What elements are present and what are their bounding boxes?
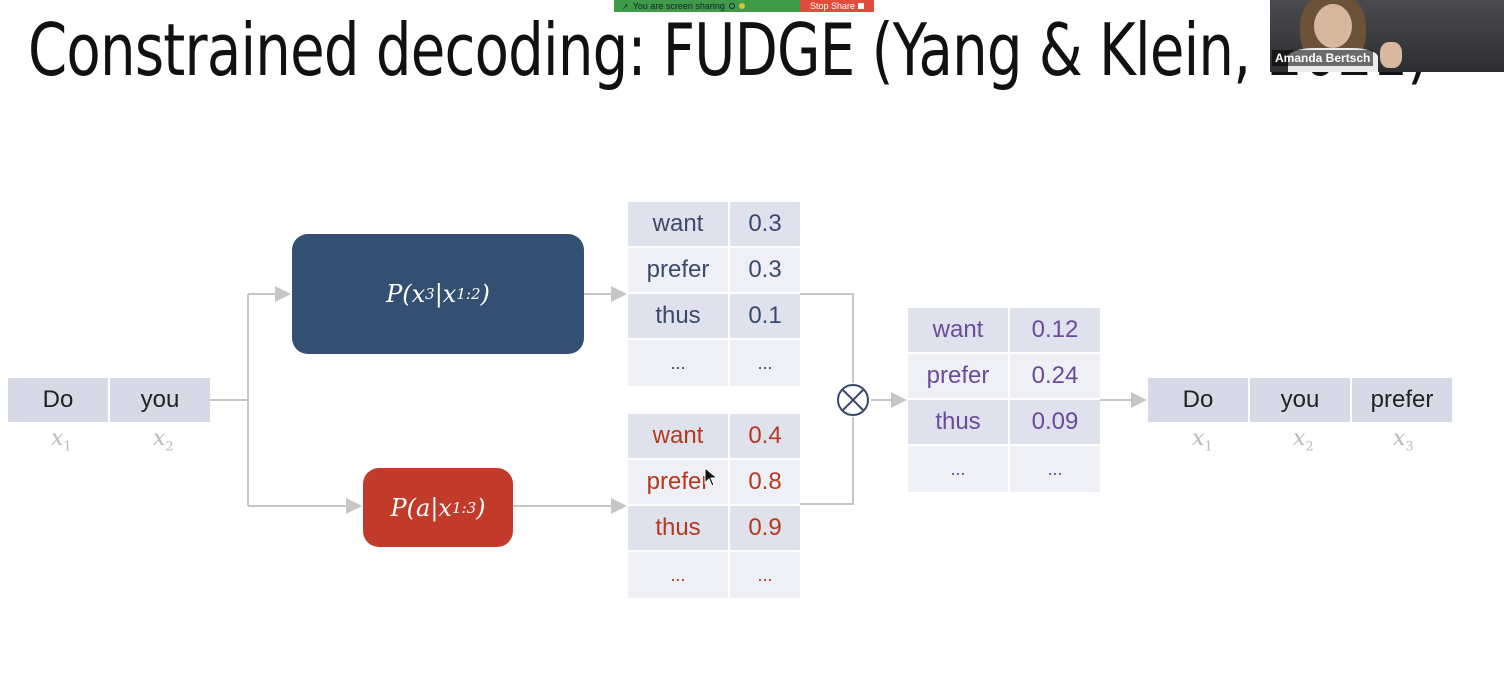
table-cell: thus: [628, 506, 728, 550]
screen-sharing-label: You are screen sharing: [632, 1, 725, 11]
table-cell: 0.8: [730, 460, 800, 504]
stop-square-icon: [858, 3, 865, 9]
input-token-you: you: [110, 378, 210, 422]
webcam-hand: [1380, 42, 1402, 68]
output-token-you: you: [1250, 378, 1350, 422]
input-var-x2: x2: [153, 426, 174, 455]
table-cell: ...: [628, 552, 728, 598]
slide-title: Constrained decoding: FUDGE (Yang & Klei…: [28, 8, 1429, 92]
table-cell: 0.09: [1010, 400, 1100, 444]
output-token-prefer: prefer: [1352, 378, 1452, 422]
webcam-video[interactable]: Amanda Bertsch: [1270, 0, 1504, 72]
output-var-x3: x3: [1393, 426, 1414, 455]
info-icon: [738, 3, 745, 9]
input-token-do: Do: [8, 378, 108, 422]
table-cell: want: [628, 414, 728, 458]
table-cell: prefer: [908, 354, 1008, 398]
table-cell: 0.3: [730, 248, 800, 292]
pause-ring-icon: [728, 3, 735, 9]
table-cell: ...: [730, 340, 800, 386]
table-cell: 0.3: [730, 202, 800, 246]
output-var-x1: x1: [1192, 426, 1213, 455]
multiply-operator-icon: [837, 384, 869, 416]
input-var-x1: x1: [51, 426, 72, 455]
table-cell: 0.24: [1010, 354, 1100, 398]
participant-name: Amanda Bertsch: [1272, 50, 1374, 66]
table-cell: 0.9: [730, 506, 800, 550]
table-cell: want: [628, 202, 728, 246]
table-cell: prefer: [628, 248, 728, 292]
webcam-face: [1314, 4, 1352, 48]
table-cell: ...: [1010, 446, 1100, 492]
share-arrow-icon: ➚: [622, 1, 629, 11]
stop-share-label: Stop Share: [809, 1, 856, 11]
table-cell: ...: [730, 552, 800, 598]
output-var-x2: x2: [1293, 426, 1314, 455]
screen-share-banner: ➚ You are screen sharing Stop Share: [614, 0, 874, 12]
table-cell: ...: [908, 446, 1008, 492]
stop-share-button[interactable]: Stop Share: [800, 0, 874, 12]
table-cell: thus: [628, 294, 728, 338]
table-cell: want: [908, 308, 1008, 352]
table-cell: 0.4: [730, 414, 800, 458]
screen-sharing-status[interactable]: ➚ You are screen sharing: [614, 0, 800, 12]
table-cell: 0.1: [730, 294, 800, 338]
mouse-cursor-icon: [704, 467, 718, 487]
table-cell: 0.12: [1010, 308, 1100, 352]
table-cell: thus: [908, 400, 1008, 444]
table-cell: ...: [628, 340, 728, 386]
output-token-do: Do: [1148, 378, 1248, 422]
